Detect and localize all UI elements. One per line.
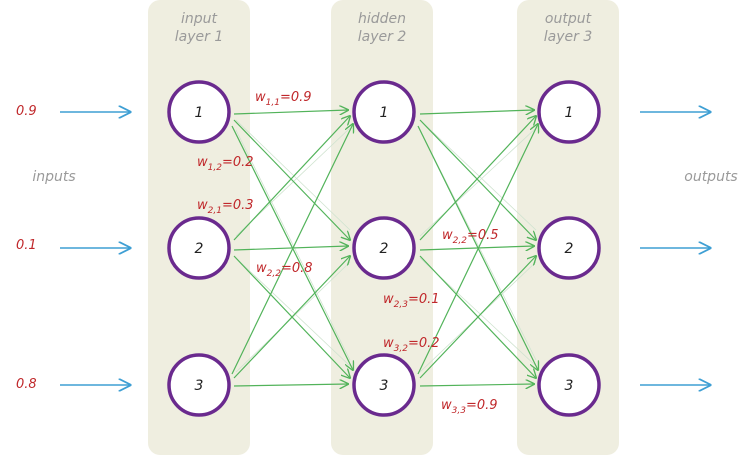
node-input-3: 3 [167,353,231,417]
input-value-3: 0.8 [16,377,37,392]
weight-sub: 1,1 [266,98,280,108]
weight-eq: = [408,292,419,307]
input-values: 0.9 0.1 0.8 [16,104,37,392]
edge-i2-h1 [233,116,350,241]
weight-label-w22-a: w2,2=0.8 [256,261,313,279]
node-circle [167,353,231,417]
weight-eq: = [466,398,477,413]
weight-sub: 2,2 [267,269,282,279]
weight-value: 0.8 [292,261,313,276]
weight-sub: 3,3 [452,406,467,416]
input-value-1: 0.9 [16,104,37,119]
layer-2-title-line2: layer 2 [358,29,407,45]
node-input-1: 1 [167,80,231,144]
edge-h1-o1 [419,110,534,114]
weight-value: 0.1 [419,292,440,307]
weight-value: 0.3 [233,198,254,213]
faint-line [419,127,537,237]
weight-value: 0.9 [291,90,312,105]
layer-3-title-line1: output [545,11,592,27]
weight-sub: 1,2 [208,163,223,173]
weight-sub: 3,2 [394,344,409,354]
node-circle [352,216,416,280]
faint-line [235,119,351,231]
edge-h1-o2 [419,119,536,240]
edge-h2-o1 [419,116,536,241]
weight-value: 0.2 [419,336,440,351]
node-label: 3 [380,378,389,394]
faint-line [419,119,537,231]
node-output-3: 3 [537,353,601,417]
node-label: 3 [565,378,574,394]
edge-h2-o2 [419,246,534,250]
edge-i3-h3 [233,384,348,386]
node-circle [537,216,601,280]
node-output-2: 2 [537,216,601,280]
node-input-2: 2 [167,216,231,280]
node-label: 1 [195,105,204,121]
layer-2-title-line1: hidden [358,11,406,27]
node-label: 2 [195,241,204,257]
node-hidden-3: 3 [352,353,416,417]
node-circle [352,353,416,417]
layer-1-title-line2: layer 1 [175,29,223,45]
layer-1-title-line1: input [181,11,218,27]
weight-label-w22-b: w2,2=0.5 [442,228,499,246]
node-label: 3 [195,378,204,394]
weight-eq: = [222,198,233,213]
edge-i2-h2 [233,246,348,250]
weight-sub: 2,1 [208,206,222,216]
layer-3-title-line2: layer 3 [544,29,592,45]
node-label: 2 [380,241,389,257]
input-value-2: 0.1 [16,238,37,253]
connections [231,110,538,386]
weight-sub: 2,2 [453,236,468,246]
edge-h3-o3 [419,384,534,386]
inputs-label: inputs [32,169,75,185]
weight-sub: 2,3 [394,300,409,310]
node-label: 2 [565,241,574,257]
node-output-1: 1 [537,80,601,144]
node-circle [167,216,231,280]
weight-eq: = [222,155,233,170]
node-hidden-2: 2 [352,216,416,280]
node-label: 1 [565,105,574,121]
node-circle [167,80,231,144]
weight-value: 0.9 [477,398,498,413]
weight-eq: = [467,228,478,243]
nodes: 1 2 3 1 2 3 1 2 [167,80,601,417]
edge-h3-o1 [417,124,538,375]
faint-line [235,129,351,361]
node-circle [537,80,601,144]
weight-eq: = [408,336,419,351]
weight-label-w33: w3,3=0.9 [441,398,498,416]
edge-i1-h2 [233,119,350,240]
node-circle [352,80,416,144]
faint-line [235,261,351,373]
edge-i3-h2 [233,256,350,379]
edge-h3-o2 [419,256,536,379]
outputs-label: outputs [684,169,737,185]
output-arrows [640,112,710,385]
node-circle [537,353,601,417]
node-hidden-1: 1 [352,80,416,144]
edge-i3-h1 [231,124,353,375]
weight-eq: = [280,90,291,105]
weight-label-w11: w1,1=0.9 [255,90,312,108]
input-arrows [60,112,130,385]
node-label: 1 [380,105,389,121]
weight-value: 0.5 [478,228,499,243]
edge-i1-h1 [233,110,348,114]
weight-value: 0.2 [233,155,254,170]
faint-line [235,257,351,367]
layer-titles: input layer 1 hidden layer 2 output laye… [175,11,592,45]
weight-eq: = [281,261,292,276]
